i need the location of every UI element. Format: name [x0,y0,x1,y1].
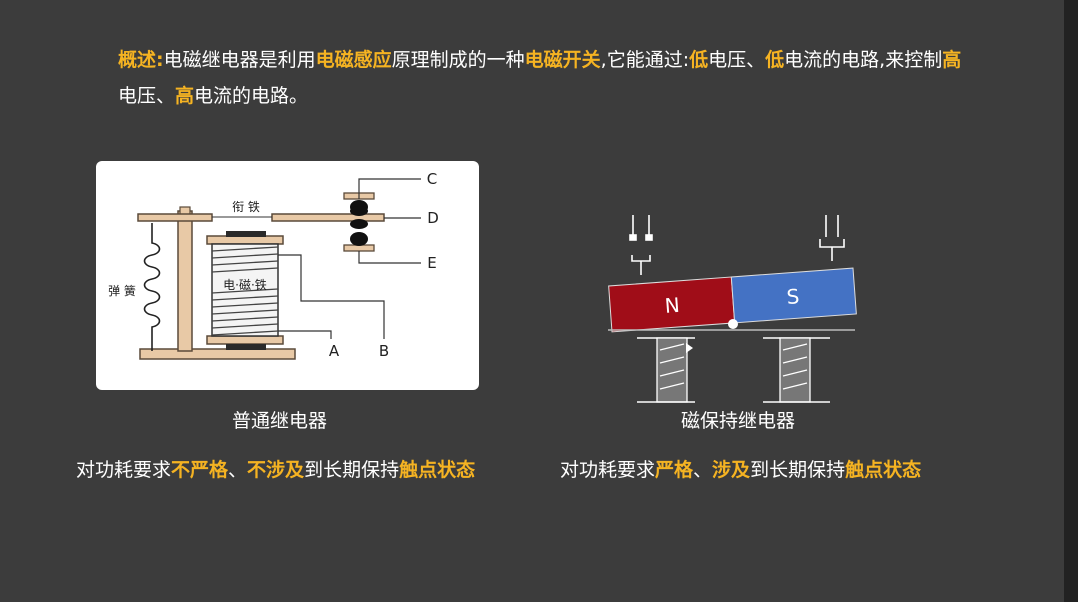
left-note-text-1: 对功耗要求 [76,459,172,481]
intro-text-2: 原理制成的一种 [391,49,525,71]
right-note-highlight-3: 触点状态 [845,459,922,481]
wire-a [278,330,332,339]
terminal-a-label: A [329,342,340,360]
left-pin-group [629,215,653,275]
coil-top-plate [206,235,284,245]
wire-b [278,254,385,339]
magnet-pivot [728,319,738,329]
intro-highlight-1: 电磁感应 [315,49,392,71]
coil-windings [211,246,279,336]
latching-relay-note: 对功耗要求严格、涉及到长期保持触点状态 [560,455,921,482]
right-pin-group [819,215,845,261]
intro-text-4: 电压、 [708,49,766,71]
intro-highlight-5: 高 [942,49,962,71]
intro-paragraph: 概述:电磁继电器是利用电磁感应原理制成的一种电磁开关,它能通过:低电压、低电流的… [118,42,978,114]
right-note-text-1: 对功耗要求 [560,459,656,481]
contact-e-point [350,232,368,246]
intro-highlight-3: 低 [689,49,709,71]
core-bottom [226,344,266,350]
wire-e [358,259,421,264]
coil-bottom-plate [206,335,284,345]
core-top [226,231,266,237]
ordinary-relay-note: 对功耗要求不严格、不涉及到长期保持触点状态 [76,455,475,482]
right-core [763,337,830,403]
intro-text-3: ,它能通过: [600,49,690,71]
permanent-magnet: N S [608,267,857,333]
left-note-highlight-3: 触点状态 [399,459,476,481]
contact-d-upper [350,206,368,216]
contact-d-lower [350,219,368,229]
intro-text-5: 电流的电路,来控制 [784,49,943,71]
left-note-highlight-2: 不涉及 [247,459,305,481]
right-note-highlight-2: 涉及 [712,459,751,481]
intro-label: 概述: [118,49,164,71]
support-post [177,210,193,352]
intro-text-6: 电压、 [118,85,176,107]
terminal-b-label: B [379,342,389,360]
left-core [637,337,695,403]
left-note-highlight-1: 不严格 [171,459,229,481]
left-note-text-2: 、 [228,459,248,481]
intro-text-7: 电流的电路。 [194,85,309,107]
magnet-south-pole [730,267,857,324]
south-label: S [786,284,800,309]
intro-text-1: 电磁继电器是利用 [163,49,316,71]
latching-relay-caption: 磁保持继电器 [681,410,796,432]
latching-relay-diagram: N S [608,215,857,403]
right-edge-bar [1064,0,1078,602]
coil-label: 电·磁·铁 [223,277,267,292]
intro-highlight-2: 电磁开关 [524,49,601,71]
base-plate [139,348,296,360]
left-note-text-3: 到长期保持 [304,459,400,481]
terminal-c-label: C [427,170,437,188]
right-note-highlight-1: 严格 [655,459,694,481]
ordinary-relay-panel: 衔 铁 弹 簧 电·磁·铁 [96,161,479,390]
armature-right [271,213,385,222]
north-label: N [664,293,681,318]
right-note-text-2: 、 [693,459,713,481]
armature-left [137,213,213,222]
ordinary-relay-diagram: 衔 铁 弹 簧 电·磁·铁 [108,170,439,360]
intro-highlight-4: 低 [765,49,785,71]
spring-coil [143,223,161,351]
right-note-text-3: 到长期保持 [750,459,846,481]
ordinary-relay-caption: 普通继电器 [232,410,328,432]
wire-c [358,178,421,191]
terminal-e-label: E [427,254,436,272]
armature-label: 衔 铁 [232,200,260,214]
intro-highlight-6: 高 [175,85,195,107]
spring-label: 弹 簧 [108,283,136,298]
terminal-d-label: D [427,209,439,227]
